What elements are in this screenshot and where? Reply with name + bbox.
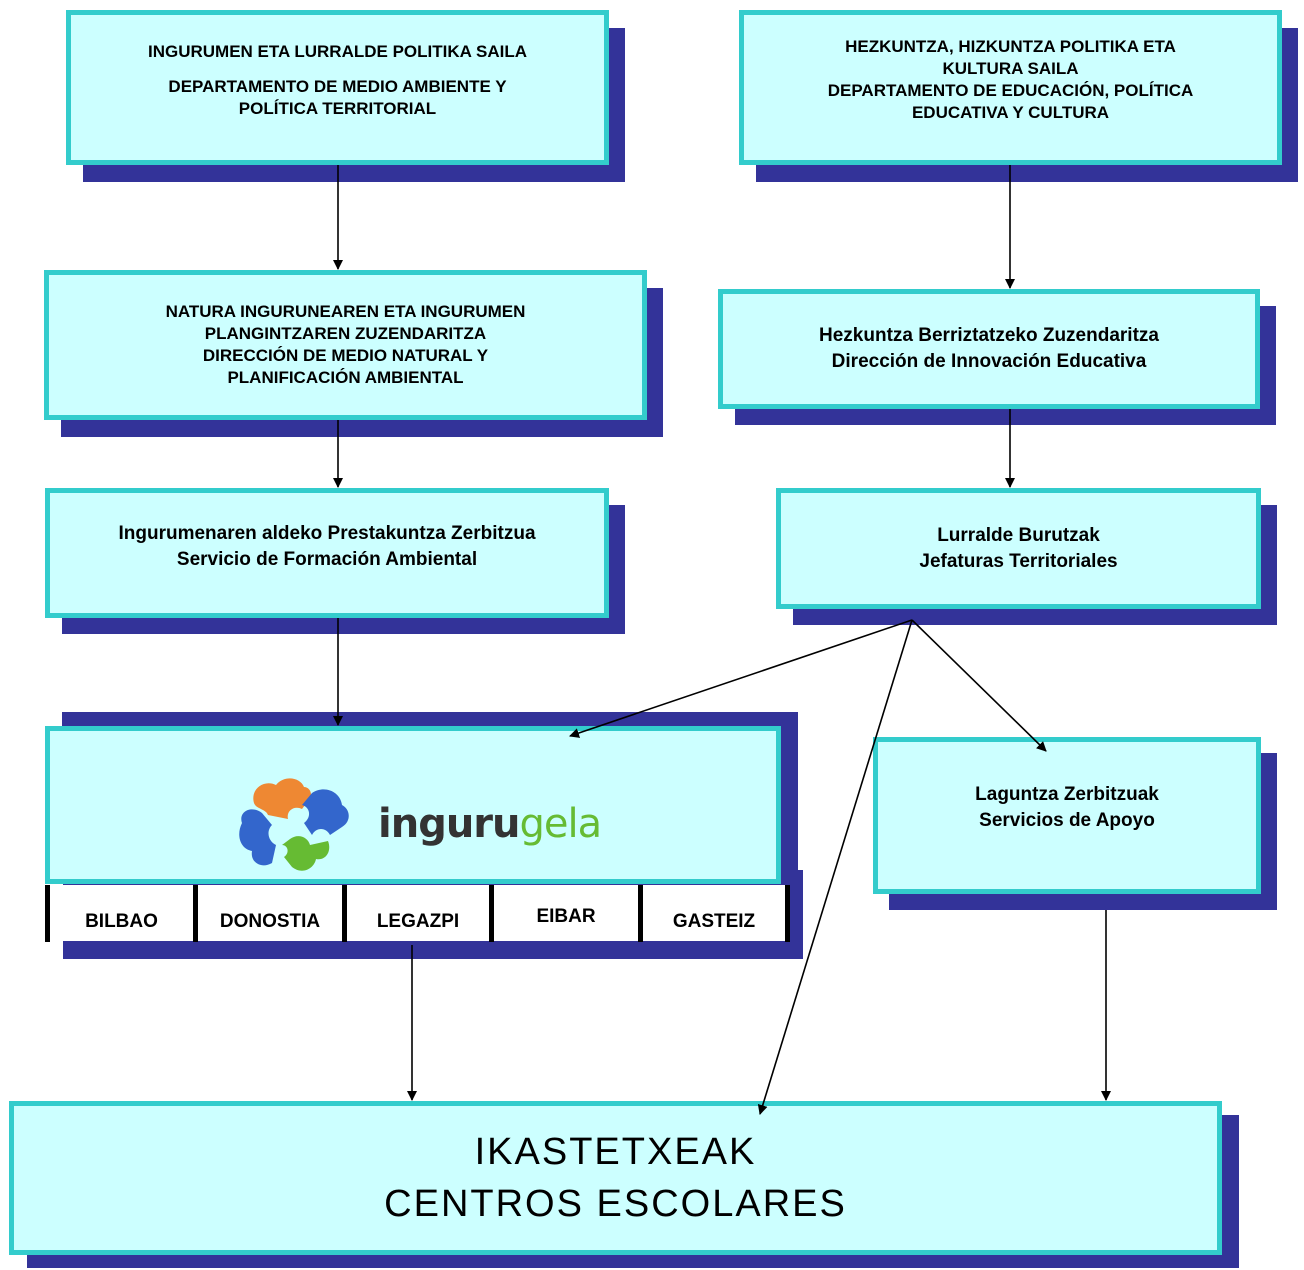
arrow-territorial-to-schools <box>757 619 913 1115</box>
centers-strip <box>47 885 789 941</box>
centers-divider <box>489 885 494 942</box>
centers-divider <box>193 885 198 942</box>
centers-divider <box>342 885 347 942</box>
ingurugela-box <box>45 726 781 884</box>
support-box: Laguntza Zerbitzuak Servicios de Apoyo <box>873 737 1261 894</box>
arrow-territorial-to-ingurugela <box>569 619 913 738</box>
centers-divider <box>785 885 790 942</box>
centers-divider <box>45 885 50 942</box>
ingurugela-logo: ingurugela <box>239 778 602 871</box>
dept-environment-box: INGURUMEN ETA LURRALDE POLITIKA SAILA DE… <box>66 10 609 165</box>
territorial-basque: Lurralde Burutzak <box>937 524 1100 546</box>
dir-innovation-basque: Hezkuntza Berriztatzeko Zuzendaritza <box>819 325 1159 346</box>
support-spanish: Servicios de Apoyo <box>979 810 1155 831</box>
dir-innovation-spanish: Dirección de Innovación Educativa <box>831 351 1147 372</box>
territorial-box: Lurralde Burutzak Jefaturas Territoriale… <box>776 488 1261 609</box>
service-training-basque: Ingurumenaren aldeko Prestakuntza Zerbit… <box>118 523 536 544</box>
logo-text-dark: inguru <box>378 801 520 847</box>
dir-nature-spanish-1: DIRECCIÓN DE MEDIO NATURAL Y <box>202 346 489 365</box>
schools-spanish: CENTROS ESCOLARES <box>384 1183 847 1225</box>
logo-text-light: gela <box>520 801 602 847</box>
dir-nature-basque-2: PLANGINTZAREN ZUZENDARITZA <box>204 324 487 343</box>
schools-basque: IKASTETXEAK <box>474 1131 757 1173</box>
dir-innovation-box: Hezkuntza Berriztatzeko Zuzendaritza Dir… <box>718 289 1260 409</box>
dept-education-basque-1: HEZKUNTZA, HIZKUNTZA POLITIKA ETA <box>845 37 1176 56</box>
dir-nature-box: NATURA INGURUNEAREN ETA INGURUMEN PLANGI… <box>44 270 647 420</box>
dept-environment-basque: INGURUMEN ETA LURRALDE POLITIKA SAILA <box>147 42 528 61</box>
dir-nature-basque-1: NATURA INGURUNEAREN ETA INGURUMEN <box>165 302 526 321</box>
dept-education-box: HEZKUNTZA, HIZKUNTZA POLITIKA ETA KULTUR… <box>739 10 1282 165</box>
center-eibar: EIBAR <box>536 906 596 927</box>
centers-divider <box>638 885 643 942</box>
arrow-territorial-to-support <box>911 619 1047 752</box>
dept-education-basque-2: KULTURA SAILA <box>942 59 1079 78</box>
schools-box: IKASTETXEAK CENTROS ESCOLARES <box>9 1101 1222 1255</box>
service-training-spanish: Servicio de Formación Ambiental <box>176 549 478 570</box>
dir-nature-spanish-2: PLANIFICACIÓN AMBIENTAL <box>227 368 464 387</box>
dept-environment-spanish-2: POLÍTICA TERRITORIAL <box>238 99 437 118</box>
support-basque: Laguntza Zerbitzuak <box>975 784 1159 805</box>
center-bilbao: BILBAO <box>85 911 158 932</box>
dept-environment-spanish-1: DEPARTAMENTO DE MEDIO AMBIENTE Y <box>168 77 507 96</box>
dept-education-spanish-2: EDUCATIVA Y CULTURA <box>911 103 1110 122</box>
svg-text:ingurugela: ingurugela <box>378 801 601 847</box>
center-donostia: DONOSTIA <box>219 911 321 932</box>
service-training-box: Ingurumenaren aldeko Prestakuntza Zerbit… <box>45 488 609 618</box>
dept-education-spanish-1: DEPARTAMENTO DE EDUCACIÓN, POLÍTICA <box>827 81 1194 100</box>
puzzle-icon <box>239 778 349 871</box>
center-legazpi: LEGAZPI <box>376 911 460 932</box>
center-gasteiz: GASTEIZ <box>672 911 756 932</box>
territorial-spanish: Jefaturas Territoriales <box>919 550 1118 572</box>
